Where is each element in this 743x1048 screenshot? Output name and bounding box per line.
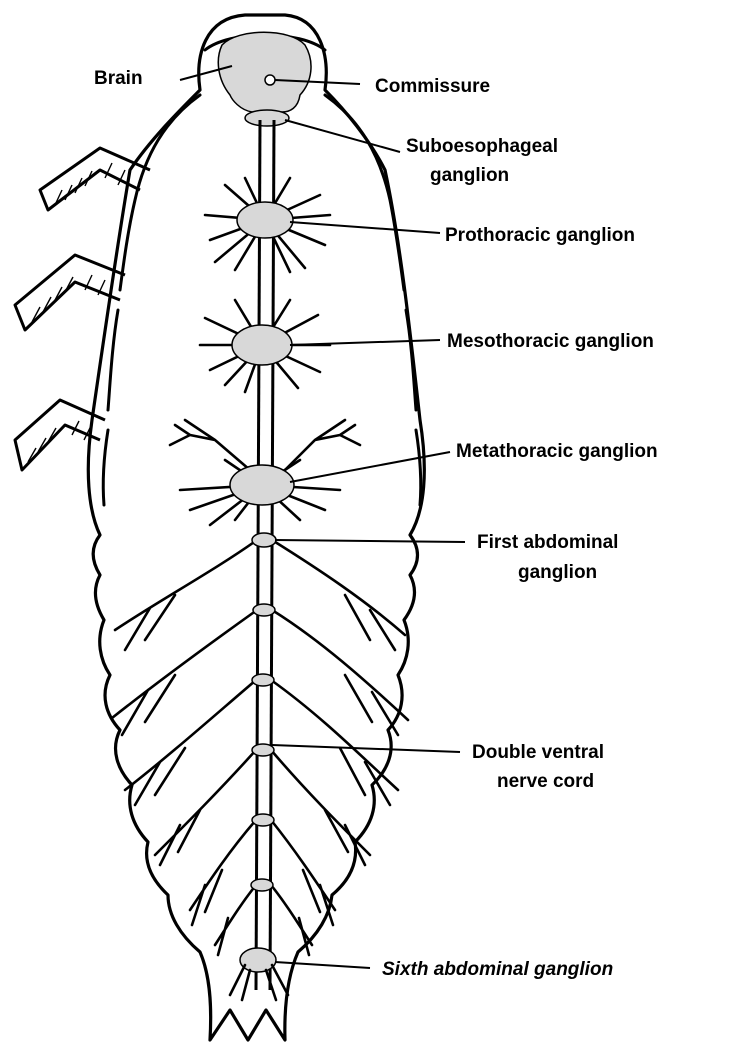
abdominal-segment-3 — [125, 680, 398, 805]
labels: Brain Commissure Suboesophageal ganglion… — [94, 68, 658, 980]
abdominal-segment-4 — [155, 750, 370, 865]
sixth-abdominal-ganglion — [240, 948, 276, 972]
prothoracic-ganglion-group — [205, 178, 330, 272]
leader-sixth-abdominal — [275, 962, 370, 968]
leader-lines — [180, 66, 465, 968]
first-abdominal-ganglion — [252, 533, 276, 547]
label-commissure: Commissure — [375, 76, 490, 97]
brain-mass — [218, 32, 311, 112]
abdominal-ganglion-5 — [252, 814, 274, 826]
label-first-abdominal-line2: ganglion — [518, 562, 597, 583]
leader-suboesophageal — [285, 120, 400, 152]
abdominal-ganglion-4 — [252, 744, 274, 756]
label-metathoracic: Metathoracic ganglion — [456, 441, 658, 462]
abdominal-segment-1 — [115, 540, 405, 650]
abdominal-ganglion-3 — [252, 674, 274, 686]
commissure-opening — [265, 75, 275, 85]
ventral-nerve-cord — [256, 120, 274, 990]
prothoracic-ganglion — [237, 202, 293, 238]
abdominal-segment-6 — [215, 885, 312, 955]
label-double-ventral-line2: nerve cord — [497, 771, 594, 792]
abdominal-ganglion-6 — [251, 879, 273, 891]
leader-double-ventral — [272, 745, 460, 752]
label-suboesophageal-line1: Suboesophageal — [406, 136, 558, 157]
label-suboesophageal-line2: ganglion — [430, 165, 509, 186]
leader-prothoracic — [290, 222, 440, 233]
label-double-ventral-line1: Double ventral — [472, 742, 604, 763]
label-first-abdominal-line1: First abdominal — [477, 532, 618, 553]
label-mesothoracic: Mesothoracic ganglion — [447, 331, 654, 352]
label-prothoracic: Prothoracic ganglion — [445, 225, 635, 246]
leader-metathoracic — [290, 452, 450, 482]
suboesophageal-ganglion — [245, 110, 289, 126]
abdominal-ganglion-2 — [253, 604, 275, 616]
legs — [15, 148, 150, 470]
mesothoracic-ganglion — [232, 325, 292, 365]
leg-middle — [15, 255, 125, 330]
metathoracic-ganglion — [230, 465, 294, 505]
mesothoracic-ganglion-group — [200, 300, 330, 392]
label-brain: Brain — [94, 68, 143, 89]
metathoracic-ganglion-group — [170, 420, 360, 525]
leader-first-abdominal — [275, 540, 465, 542]
abdominal-segment-5 — [190, 820, 335, 925]
label-sixth-abdominal: Sixth abdominal ganglion — [382, 959, 613, 980]
leader-mesothoracic — [290, 340, 440, 345]
brain-group — [218, 32, 311, 126]
